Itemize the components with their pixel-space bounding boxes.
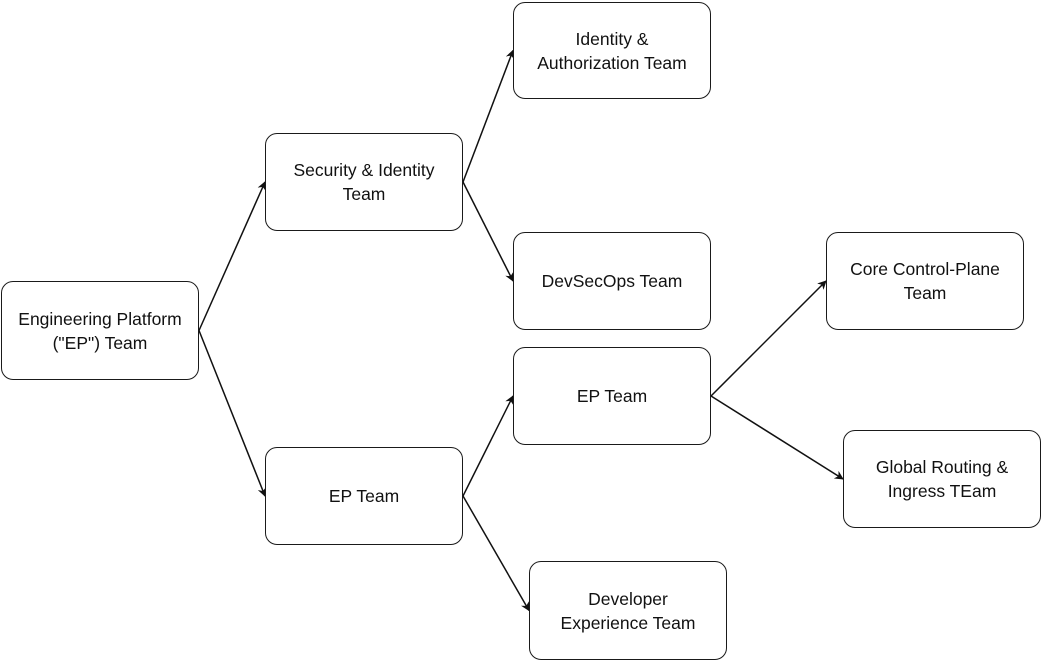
edge-sec-identity-to-devsecops	[462, 181, 514, 282]
node-developer-experience-team[interactable]: Developer Experience Team	[529, 561, 727, 660]
node-devsecops-team[interactable]: DevSecOps Team	[513, 232, 711, 330]
node-label: DevSecOps Team	[541, 271, 683, 291]
node-label: Developer Experience Team	[560, 588, 696, 633]
node-security-identity-team[interactable]: Security & Identity Team	[265, 133, 463, 231]
edge-ep-mid-to-ep-sub	[462, 395, 514, 497]
node-identity-authorization-team[interactable]: Identity & Authorization Team	[513, 2, 711, 99]
node-ep-sub-team[interactable]: EP Team	[513, 347, 711, 445]
node-label: Identity & Authorization Team	[537, 28, 687, 73]
node-label: Core Control-Plane Team	[850, 259, 1000, 303]
node-label: EP Team	[328, 486, 400, 506]
edge-ep-mid-to-dev-exp	[462, 495, 530, 612]
node-ep-team[interactable]: EP Team	[265, 447, 463, 545]
edge-ep-root-to-sec-identity	[198, 181, 266, 331]
node-core-control-plane-team[interactable]: Core Control-Plane Team	[826, 232, 1024, 330]
node-global-routing-ingress-team[interactable]: Global Routing & Ingress TEam	[843, 430, 1041, 528]
node-label: EP Team	[576, 386, 648, 406]
node-label: Security & Identity Team	[293, 160, 435, 204]
edge-ep-sub-to-core-cp	[710, 280, 827, 397]
edge-ep-root-to-ep-mid	[198, 330, 267, 497]
edge-sec-identity-to-identity-auth	[462, 49, 515, 183]
node-engineering-platform-team[interactable]: Engineering Platform ("EP") Team	[1, 281, 199, 380]
node-label: Engineering Platform ("EP") Team	[18, 308, 182, 353]
node-label: Global Routing & Ingress TEam	[875, 457, 1009, 501]
edge-ep-sub-to-global-route	[710, 395, 844, 480]
